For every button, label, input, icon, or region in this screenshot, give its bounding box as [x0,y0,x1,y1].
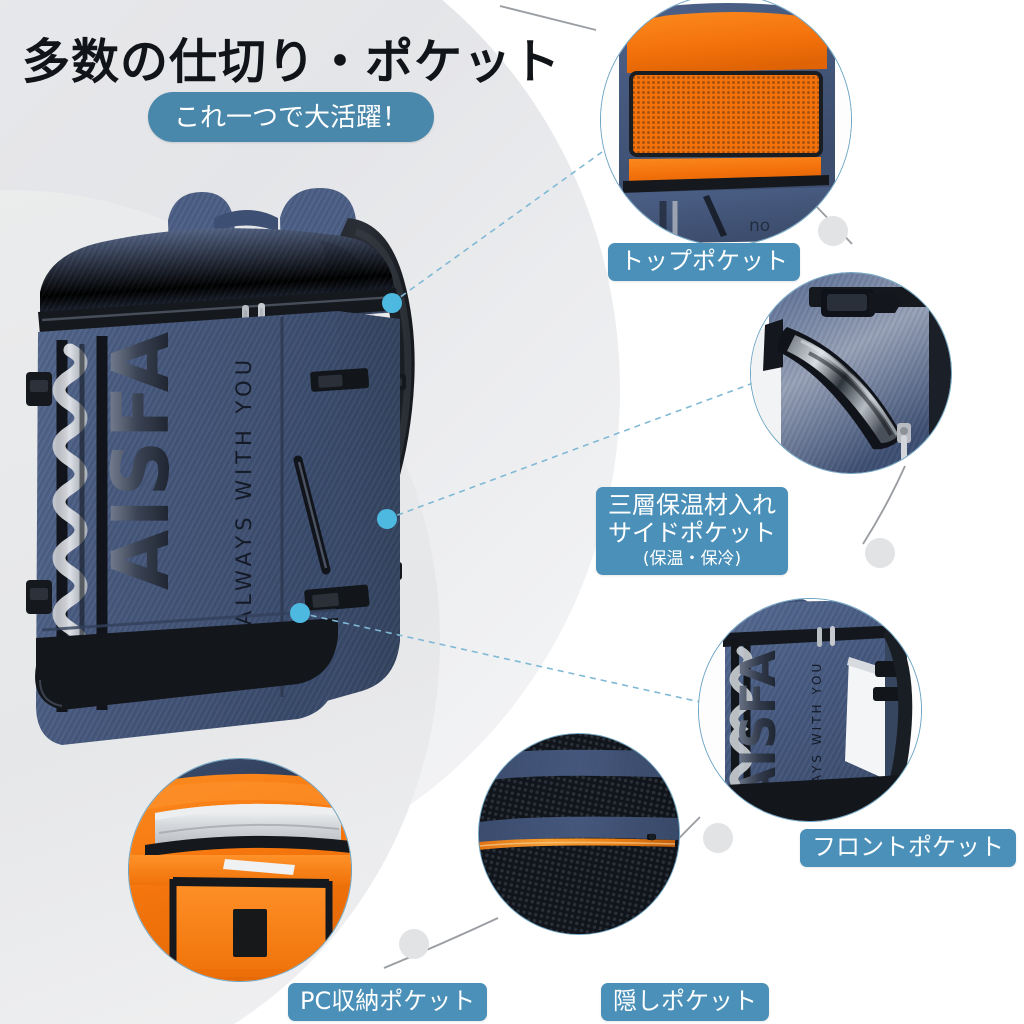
inset-top-pocket: no [600,0,852,246]
chain-dot-3 [703,823,733,853]
label-pc-pocket-line1: PC収納ポケット [300,987,476,1015]
inset-side-pocket [750,272,952,474]
inset-hidden-pocket [478,733,680,935]
chain-dot-4 [399,929,429,959]
label-side-pocket: 三層保温材入れ サイドポケット (保温・保冷) [596,487,788,575]
label-top-pocket-line1: トップポケット [620,247,788,275]
label-pc-pocket: PC収納ポケット [288,983,488,1022]
svg-text:ALWAYS WITH YOU: ALWAYS WITH YOU [810,661,824,818]
label-side-pocket-line2: サイドポケット [608,519,776,548]
chain-side-to-front [862,465,906,545]
label-side-pocket-line1: 三層保温材入れ [608,491,776,519]
svg-text:no: no [749,216,770,236]
main-product-photo: AISFA ALWAYS WITH YOU [26,188,415,745]
label-side-pocket-note: (保温・保冷) [642,548,742,569]
page-title: 多数の仕切り・ポケット [22,34,562,90]
label-top-pocket: トップポケット [608,243,800,282]
chain-dot-2 [865,538,895,568]
label-hidden-pocket: 隠しポケット [601,983,769,1022]
label-front-pocket-line1: フロントポケット [812,833,1004,861]
label-hidden-pocket-line1: 隠しポケット [613,987,757,1015]
label-front-pocket: フロントポケット [800,829,1016,868]
brand-logo-text: AISFA [97,330,187,590]
inset-front-pocket: AISFA ALWAYS WITH YOU [698,598,922,822]
brand-tagline-text: ALWAYS WITH YOU [232,355,256,625]
page-subtitle-badge: これ一つで大活躍！ [148,92,435,142]
inset-pc-pocket [128,758,352,982]
svg-text:AISFA: AISFA [731,650,787,804]
